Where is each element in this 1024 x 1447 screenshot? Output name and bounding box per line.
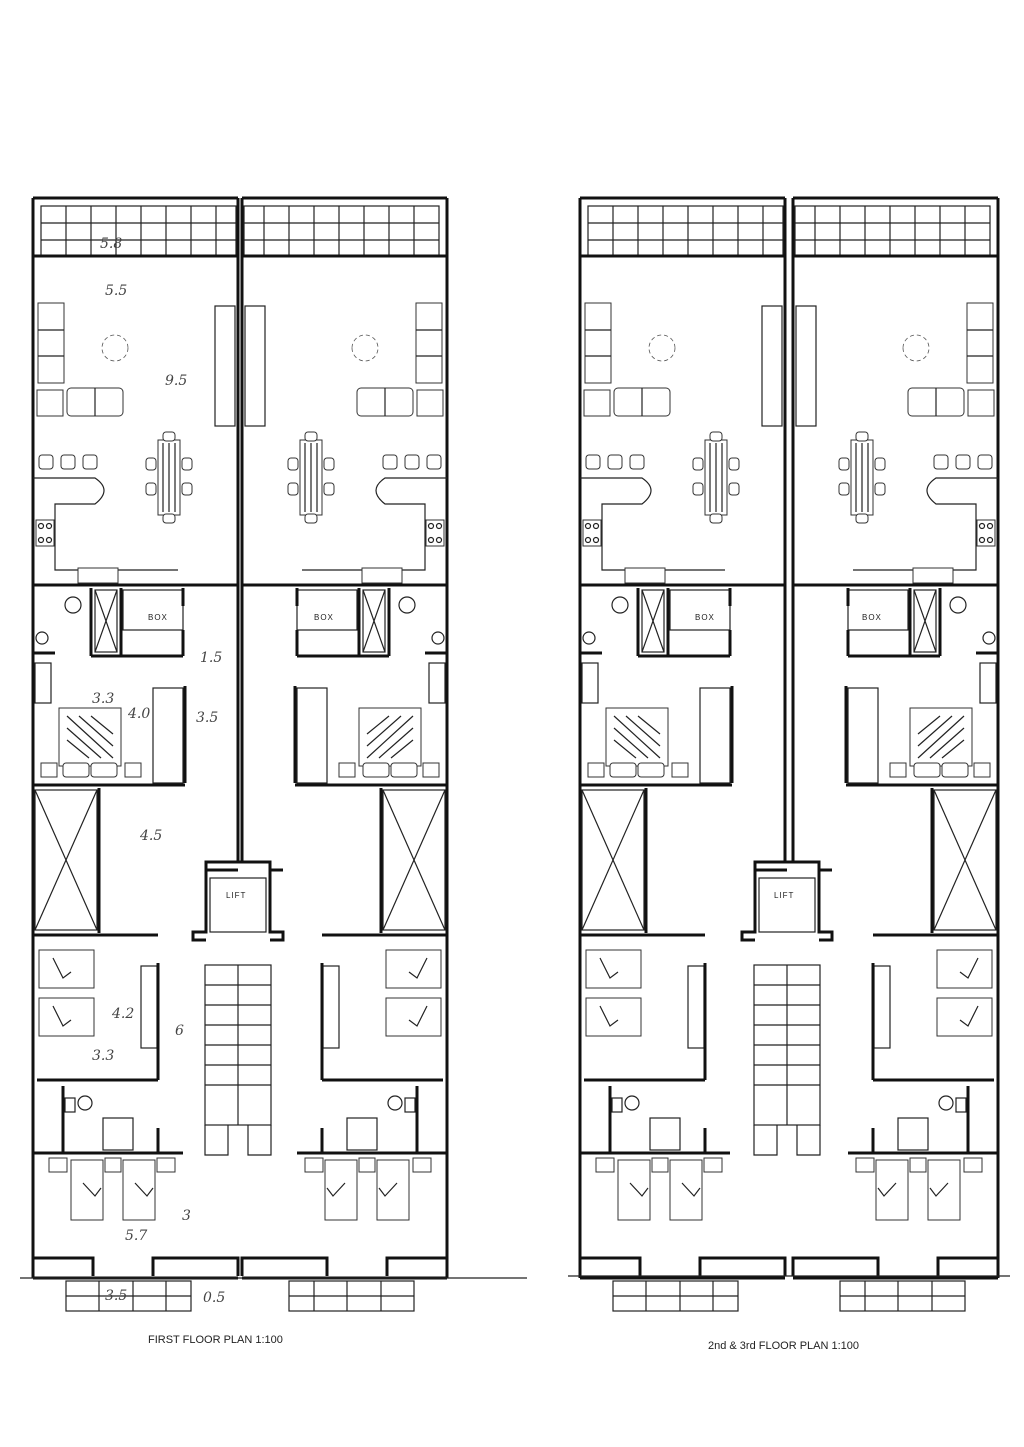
dimension: 1.5: [200, 650, 222, 666]
plan-caption: FIRST FLOOR PLAN 1:100: [148, 1334, 283, 1346]
plan-caption: 2nd & 3rd FLOOR PLAN 1:100: [708, 1340, 859, 1352]
box-label: BOX: [862, 613, 882, 622]
dimension: 4.5: [139, 828, 162, 844]
box-label: BOX: [314, 613, 334, 622]
dimension: 5.5: [105, 283, 127, 299]
dimension: 4.0: [127, 706, 150, 722]
first-floor-plan: LIFT BOX BOX 5.8 5.5 9.5 3.3 4.0 3.5 1.5…: [20, 196, 527, 1346]
dimension: 3.3: [92, 1048, 114, 1064]
dimension: 3: [182, 1208, 191, 1224]
handwritten-dimensions: 5.8 5.5 9.5 3.3 4.0 3.5 1.5 4.5 4.2 6 3.…: [92, 236, 225, 1306]
box-label: BOX: [695, 613, 715, 622]
unit-right: [791, 196, 1000, 1313]
dimension: 9.5: [165, 373, 187, 389]
dimension: 5.8: [100, 236, 122, 252]
dimension: 0.5: [203, 1290, 225, 1306]
lift-stair-core: [740, 860, 834, 1157]
unit-left: [31, 196, 240, 1313]
unit-right: [240, 196, 449, 1313]
second-third-floor-plan: LIFT BOX BOX 2nd & 3rd FLOOR PLAN 1:100: [568, 196, 1010, 1352]
dimension: 6: [175, 1023, 184, 1039]
dimension: 3.5: [196, 710, 218, 726]
lift-stair-core: [191, 860, 285, 1157]
lift-label: LIFT: [774, 891, 794, 900]
lift-label: LIFT: [226, 891, 246, 900]
box-label: BOX: [148, 613, 168, 622]
dimension: 4.2: [111, 1006, 134, 1022]
dimension: 3.5: [105, 1288, 127, 1304]
dimension: 5.7: [125, 1228, 147, 1244]
dimension: 3.3: [92, 691, 114, 707]
